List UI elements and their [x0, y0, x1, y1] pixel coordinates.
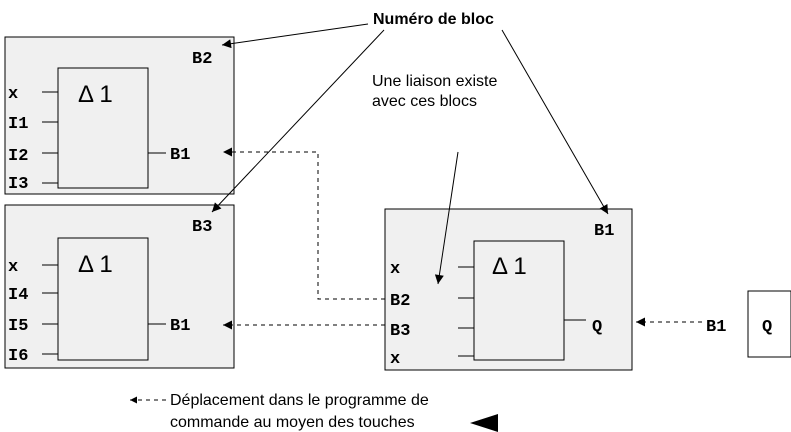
block-b1-output: Q — [592, 318, 602, 337]
output-q: B1 Q — [706, 290, 791, 358]
block-b3-function: Δ 1 — [78, 251, 113, 278]
legend-line2: commande au moyen des touches — [170, 414, 415, 431]
block-b1-input-2: B2 — [390, 292, 410, 311]
block-b3-input-2: I4 — [8, 286, 28, 305]
block-b2-output: B1 — [170, 146, 190, 165]
callout-arrow-b3 — [211, 29, 385, 213]
callout-link-line1: Une liaison existe — [372, 73, 498, 90]
callout-block-number: Numéro de bloc — [373, 11, 494, 28]
link-b2-to-b2-output — [223, 147, 385, 300]
block-b1-input-4: x — [390, 350, 400, 369]
block-b2-input-1: x — [8, 85, 18, 104]
block-b2-id: B2 — [192, 50, 212, 69]
block-b3-id: B3 — [192, 218, 212, 237]
block-b2-input-2: I1 — [8, 115, 28, 134]
block-b2-function-box — [57, 67, 149, 189]
key-arrow-icon — [470, 414, 498, 432]
block-b3: B3 Δ 1 x I4 I5 I6 B1 — [4, 204, 235, 369]
block-b3-output: B1 — [170, 317, 190, 336]
legend-line1: Déplacement dans le programme de — [170, 392, 429, 409]
block-b1-input-1: x — [390, 260, 400, 279]
block-b3-input-1: x — [8, 258, 18, 277]
block-b2-function: Δ 1 — [78, 81, 113, 108]
navigation-links — [223, 147, 702, 330]
callout-arrows — [211, 23, 609, 285]
callout-arrow-link — [434, 151, 459, 285]
block-b2: B2 Δ 1 x I1 I2 I3 B1 — [4, 36, 235, 195]
block-b2-input-3: I2 — [8, 147, 28, 166]
block-b3-input-4: I6 — [8, 347, 28, 366]
block-b1-id: B1 — [594, 222, 614, 241]
output-q-source: B1 — [706, 318, 726, 337]
block-b1: B1 Δ 1 x B2 B3 x Q — [384, 208, 633, 371]
output-q-frame — [747, 290, 791, 358]
block-b2-input-4: I3 — [8, 175, 28, 194]
legend: Déplacement dans le programme de command… — [130, 392, 498, 432]
block-b1-function-box — [473, 240, 565, 361]
callout-link-line2: avec ces blocs — [372, 93, 477, 110]
block-b1-input-3: B3 — [390, 322, 410, 341]
block-b3-input-3: I5 — [8, 317, 28, 336]
callout-arrow-b2 — [221, 23, 369, 49]
block-b1-function: Δ 1 — [492, 253, 527, 280]
block-b3-function-box — [57, 237, 149, 361]
callout-arrow-b1 — [501, 29, 609, 215]
output-q-label: Q — [762, 318, 772, 337]
